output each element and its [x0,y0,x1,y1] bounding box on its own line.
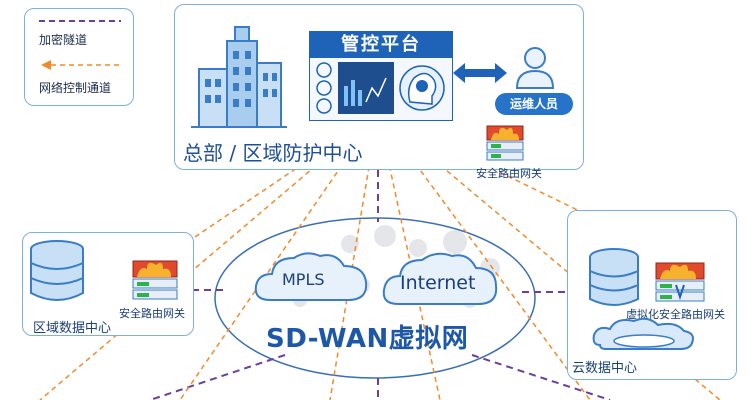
cloud-database-icon [589,248,639,306]
region-gateway-label: 安全路由网关 [119,307,185,320]
building-icon [191,26,287,128]
hq-panel: 总部 / 区域防护中心 管控平台 运维人员 [174,4,584,170]
internet-label: Internet [400,272,476,294]
bidirectional-arrow-icon [453,63,507,83]
legend-control-channel: 网络控制通道 [39,81,112,95]
database-icon [30,240,84,301]
legend-encrypted-tunnel: 加密隧道 [39,33,88,47]
region-gateway-icon [132,260,178,300]
dashboard-icon [316,62,445,114]
sdwan-ellipse [214,217,536,379]
encrypted-tunnel-lines [149,170,611,400]
internet-cloud-shape [382,252,498,305]
cloud-platform-icon [592,317,694,350]
management-platform: 管控平台 [309,31,453,121]
legend-box: 加密隧道 网络控制通道 [24,8,134,106]
sdwan-title: SD-WAN虚拟网 [266,324,469,354]
virtual-gateway-label: 虚拟化安全路由网关 [626,308,725,321]
region-dc-title: 区域数据中心 [33,321,112,336]
mpls-cloud-shape [254,252,368,301]
cloud-dc-panel: 虚拟化安全路由网关 云数据中心 [567,210,737,380]
hq-gateway-icon [486,125,524,161]
hq-gateway-label: 安全路由网关 [476,167,542,180]
platform-title: 管控平台 [310,32,452,58]
operator-person-icon [515,47,555,89]
mpls-cloud: MPLS [252,248,370,308]
legend-swatches [39,20,121,70]
mpls-label: MPLS [282,270,325,289]
cloud-dc-title: 云数据中心 [572,361,638,376]
hq-title: 总部 / 区域防护中心 [183,141,363,165]
internet-cloud: Internet [380,248,500,312]
ops-label: 运维人员 [495,93,573,115]
virtual-gateway-icon [655,262,705,302]
region-dc-panel: 安全路由网关 区域数据中心 [22,232,194,336]
